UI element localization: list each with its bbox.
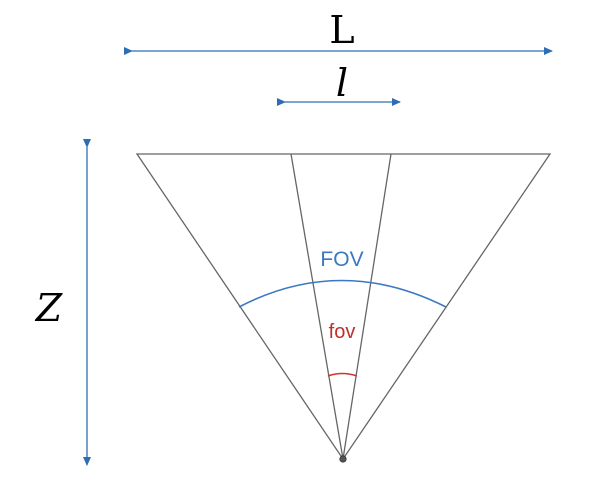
depth-label: Z <box>35 286 63 330</box>
narrow-fov-label: fov <box>329 321 356 343</box>
narrow-field-left-edge <box>290 153 344 460</box>
wide-fov-label: FOV <box>320 248 363 271</box>
wide-fov-arc <box>238 279 447 308</box>
narrow-fov-arc <box>327 372 358 377</box>
big-width-label: L <box>329 8 354 52</box>
wide-field-triangle <box>135 153 552 461</box>
apex-point <box>339 455 347 463</box>
small-width-label: l <box>336 61 348 105</box>
narrow-field-right-edge <box>342 153 392 460</box>
